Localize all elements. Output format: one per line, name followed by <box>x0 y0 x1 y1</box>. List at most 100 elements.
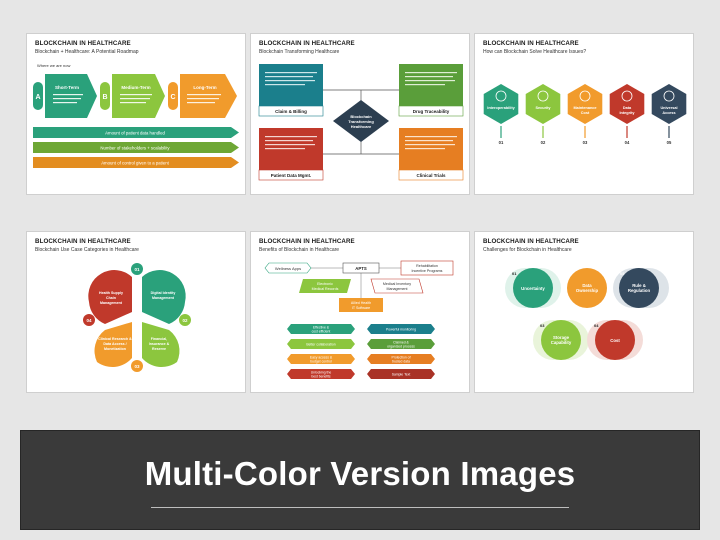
svg-text:Management: Management <box>100 301 123 305</box>
bar-label: Amount of patient data handled <box>105 131 165 136</box>
svg-text:Rehabilitation: Rehabilitation <box>416 264 438 268</box>
slide-thumbnail-issues[interactable]: BLOCKCHAIN IN HEALTHCARE How can Blockch… <box>474 33 694 195</box>
benefit-left-3: Easy access &budget control <box>287 354 355 364</box>
box-label: Claim & Billing <box>275 109 307 114</box>
box-patient-data: Patient Data Mgmt. <box>258 128 324 181</box>
slide-subtitle: Benefits of Blockchain in Healthcare <box>259 247 340 253</box>
svg-text:Electronic: Electronic <box>317 282 333 286</box>
banner-underline <box>151 507 569 508</box>
stage-letter: C <box>170 94 175 101</box>
slide-subtitle: Blockchain Transforming Healthcare <box>259 49 340 55</box>
slide-title: BLOCKCHAIN IN HEALTHCARE <box>259 238 355 245</box>
stage-letter: A <box>35 94 40 101</box>
num-tag-01a: 01 <box>131 263 143 275</box>
slide-thumbnail-transforming[interactable]: BLOCKCHAIN IN HEALTHCARE Blockchain Tran… <box>250 33 470 195</box>
slide-thumbnail-challenges[interactable]: BLOCKCHAIN IN HEALTHCARE Challenges for … <box>474 231 694 393</box>
svg-text:Storage: Storage <box>553 335 570 340</box>
benefit-left-1: Effective &cost efficient <box>287 324 355 334</box>
svg-text:Better collaboration: Better collaboration <box>306 343 335 347</box>
use-case-diagram: Health Supply Chain Management Digital I… <box>83 263 191 372</box>
challenge-data-ownership: Data Ownership <box>567 268 607 308</box>
issue-label: Universal <box>660 106 677 110</box>
svg-text:Data: Data <box>582 283 592 288</box>
benefit-right-2: Claimed &organized process <box>367 339 435 349</box>
svg-text:03: 03 <box>134 364 140 369</box>
slide-subtitle: How can Blockchain Solve Healthcare Issu… <box>483 49 587 55</box>
slide-thumbnail-roadmap[interactable]: BLOCKCHAIN IN HEALTHCARE Blockchain + He… <box>26 33 246 195</box>
svg-text:Insurance &: Insurance & <box>149 342 170 346</box>
issue-num: 04 <box>625 140 630 145</box>
svg-text:Powerful monitoring: Powerful monitoring <box>386 328 416 332</box>
challenge-cost: Cost 04 <box>587 320 643 360</box>
svg-text:Clinical Research &: Clinical Research & <box>98 337 132 341</box>
bar-3: Amount of control given to a patient <box>33 157 239 168</box>
svg-text:Monetization: Monetization <box>104 347 126 351</box>
svg-text:Rule &: Rule & <box>632 283 646 288</box>
bar-label: Number of stakeholders + scalability <box>100 146 170 151</box>
issue-label: Access <box>662 111 675 115</box>
slide-subtitle: Blockchain Use Case Categories in Health… <box>35 247 139 253</box>
svg-text:03: 03 <box>540 323 545 328</box>
issue-label: Interoperability <box>487 106 515 110</box>
transforming-diagram: Claim & Billing Drug Traceability Patien… <box>258 64 464 181</box>
petal-supply-chain: Health Supply Chain Management <box>88 270 132 324</box>
benefit-right-1: Powerful monitoring <box>367 324 435 334</box>
slide-thumbnail-benefits[interactable]: BLOCKCHAIN IN HEALTHCARE Benefits of Blo… <box>250 231 470 393</box>
svg-text:Financial,: Financial, <box>151 337 168 341</box>
svg-text:Ownership: Ownership <box>576 288 599 293</box>
issue-label: Cost <box>581 111 590 115</box>
svg-text:organized process: organized process <box>387 345 415 349</box>
svg-text:Management: Management <box>387 287 408 291</box>
issues-diagram: Interoperability01Security02MaintenanceC… <box>483 84 687 145</box>
issue-num: 02 <box>541 140 546 145</box>
stage-c: C Long-Term <box>168 74 237 118</box>
petal-financial: Financial, Insurance & Reserve <box>142 322 180 367</box>
svg-text:Easy access &: Easy access & <box>310 356 333 360</box>
svg-text:Unlocking the: Unlocking the <box>311 371 332 375</box>
svg-text:Allied Health: Allied Health <box>351 301 371 305</box>
petal-clinical-research: Clinical Research & Data Access / Moneti… <box>94 322 132 367</box>
slide-subtitle: Blockchain + Healthcare: A Potential Roa… <box>35 49 139 55</box>
svg-text:Regulation: Regulation <box>628 288 651 293</box>
top-left-box: Wellness Apps <box>264 262 312 274</box>
num-tag-02: 02 <box>179 314 191 326</box>
svg-text:Reserve: Reserve <box>152 347 166 351</box>
center-label-1: Blockchain <box>350 114 372 119</box>
svg-text:04: 04 <box>86 318 92 323</box>
box-label: Drug Traceability <box>413 109 450 114</box>
slide-title: BLOCKCHAIN IN HEALTHCARE <box>35 40 131 47</box>
svg-text:budget control: budget control <box>310 360 332 364</box>
box-drug-traceability: Drug Traceability <box>398 64 464 117</box>
svg-text:Medical Inventory: Medical Inventory <box>383 282 411 286</box>
stage-a: A Short-Term <box>33 74 97 118</box>
svg-text:Data Access /: Data Access / <box>103 342 126 346</box>
svg-text:Effective &: Effective & <box>313 326 330 330</box>
svg-text:Management: Management <box>152 296 175 300</box>
stage-name: Short-Term <box>55 85 79 90</box>
slide-subtitle: Challenges for Blockchain in Healthcare <box>483 247 572 253</box>
banner-text: Multi-Color Version Images <box>144 455 576 492</box>
svg-text:APTS: APTS <box>355 266 367 271</box>
num-tag-03: 03 <box>131 360 143 372</box>
svg-text:Wellness Apps: Wellness Apps <box>275 266 301 271</box>
box-clinical-trials: Clinical Trials <box>398 128 464 181</box>
issue-label: Integrity <box>620 111 636 115</box>
benefit-left-2: Better collaboration <box>287 339 355 349</box>
slide-thumbnail-use-cases[interactable]: BLOCKCHAIN IN HEALTHCARE Blockchain Use … <box>26 231 246 393</box>
box-label: Patient Data Mgmt. <box>271 173 312 178</box>
svg-text:Chain: Chain <box>106 296 116 300</box>
num-tag-04: 04 <box>83 314 95 326</box>
stage-name: Medium-Term <box>121 85 150 90</box>
svg-text:best benefits: best benefits <box>311 375 331 379</box>
challenges-diagram: Uncertainty 01 Data Ownership Rule & Reg… <box>505 268 669 360</box>
issue-num: 03 <box>583 140 588 145</box>
center-diamond: Blockchain Transforming Healthcare <box>333 100 389 142</box>
stage-name: Long-Term <box>193 85 216 90</box>
svg-text:01: 01 <box>512 271 517 276</box>
